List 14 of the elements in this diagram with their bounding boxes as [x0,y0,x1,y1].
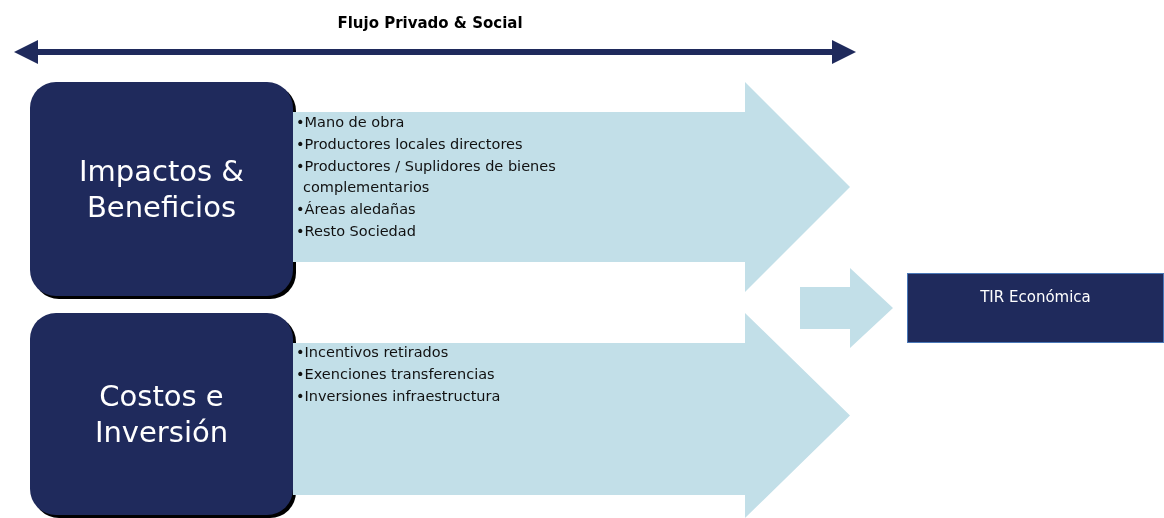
category-box: Costos e Inversión [30,313,293,515]
bullet-item: •Productores / Suplidores de bienes complementarios [296,156,557,198]
diagram-title: Flujo Privado & Social [336,14,524,32]
result-box [907,273,1164,343]
block-arrow [800,268,893,348]
bullet-item: •Áreas aledañas [296,200,417,219]
bullet-item: •Exenciones transferencias [296,364,496,384]
bullet-item: •Incentivos retirados [296,343,450,362]
bullet-item: •Resto Sociedad [296,221,417,241]
bullet-item: •Mano de obra [296,113,406,132]
bullet-item: •Inversiones infraestructura [296,386,502,406]
category-box: Impactos & Beneficios [30,82,293,296]
bullet-item: •Productores locales directores [296,134,524,154]
result-label: TIR Económica [979,288,1092,306]
